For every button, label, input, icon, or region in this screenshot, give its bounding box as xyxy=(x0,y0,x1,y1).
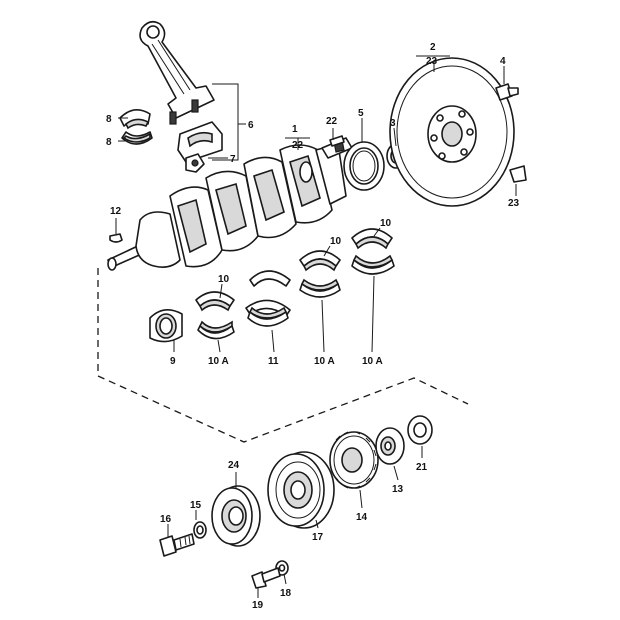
callout-labels: 1 22 22 5 3 2 23 4 23 6 7 8 8 12 10 10 1… xyxy=(106,42,520,611)
callout-10-middle: 10 xyxy=(330,236,342,247)
callout-3: 3 xyxy=(390,118,396,129)
bearing-shell-lower-3 xyxy=(299,278,341,298)
callout-17: 17 xyxy=(312,532,324,543)
callout-13: 13 xyxy=(392,484,404,495)
callout-1: 1 xyxy=(292,124,298,135)
flywheel-bolt xyxy=(495,83,519,101)
dowel-pin xyxy=(329,135,345,147)
woodruff-key xyxy=(109,233,123,243)
bearing-shell-lower-4 xyxy=(351,254,395,275)
bearing-shell-lower-2 xyxy=(247,306,289,327)
callout-15: 15 xyxy=(190,500,202,511)
callout-23-upper: 23 xyxy=(426,56,438,67)
rod-bearing-shell-lower xyxy=(121,131,153,145)
callout-8-lower: 8 xyxy=(106,137,112,148)
leader-lines xyxy=(115,55,517,598)
dowel-sleeve xyxy=(509,165,527,183)
bolt-washer xyxy=(193,521,207,539)
flywheel xyxy=(389,57,515,207)
callout-7: 7 xyxy=(230,154,236,165)
callout-14: 14 xyxy=(356,512,368,523)
distributor-drive-gear xyxy=(375,427,405,465)
timing-belt-sprocket xyxy=(329,431,379,489)
callout-18: 18 xyxy=(280,588,292,599)
callout-10A-right: 10 A xyxy=(362,356,383,367)
callout-6: 6 xyxy=(248,120,254,131)
main-bearing-shells xyxy=(149,228,395,343)
spacer-washer xyxy=(407,415,433,445)
bearing-shell-lower-1 xyxy=(197,320,235,340)
callout-19: 19 xyxy=(252,600,264,611)
assembly-path-line xyxy=(97,268,469,443)
connecting-rod xyxy=(139,20,215,125)
center-bolt xyxy=(159,533,195,557)
rear-oil-seal xyxy=(343,141,385,191)
callout-10-right: 10 xyxy=(380,218,392,229)
callout-22-upper: 22 xyxy=(292,140,304,151)
thrust-bearing-shell xyxy=(149,309,183,343)
callout-2: 2 xyxy=(430,42,436,53)
callout-4: 4 xyxy=(500,56,506,67)
callout-24: 24 xyxy=(228,460,240,471)
v-belt-pulley xyxy=(267,451,335,529)
callout-10-left: 10 xyxy=(218,274,230,285)
connecting-rod-assembly xyxy=(118,20,246,173)
pulley-bolt xyxy=(251,567,281,589)
callout-10A-middle: 10 A xyxy=(314,356,335,367)
bearing-shell-upper-3 xyxy=(299,250,341,272)
callout-10A-left: 10 A xyxy=(208,356,229,367)
callout-21: 21 xyxy=(416,462,428,473)
rod-bearing-shell-upper xyxy=(119,109,151,130)
rod-nut xyxy=(185,153,205,173)
crankshaft xyxy=(107,143,347,271)
bearing-shell-upper-1 xyxy=(195,291,235,312)
callout-11: 11 xyxy=(268,356,279,367)
callout-9: 9 xyxy=(170,356,176,367)
callout-22: 22 xyxy=(326,116,338,127)
rod-bearing-cap xyxy=(177,121,223,163)
callout-12: 12 xyxy=(110,206,122,217)
front-pulley-group xyxy=(159,415,433,589)
callout-5: 5 xyxy=(358,108,364,119)
callout-8-upper: 8 xyxy=(106,114,112,125)
callout-23: 23 xyxy=(508,198,520,209)
bearing-shell-upper-4 xyxy=(351,228,393,250)
callout-16: 16 xyxy=(160,514,172,525)
vibration-damper-hub xyxy=(211,485,261,547)
